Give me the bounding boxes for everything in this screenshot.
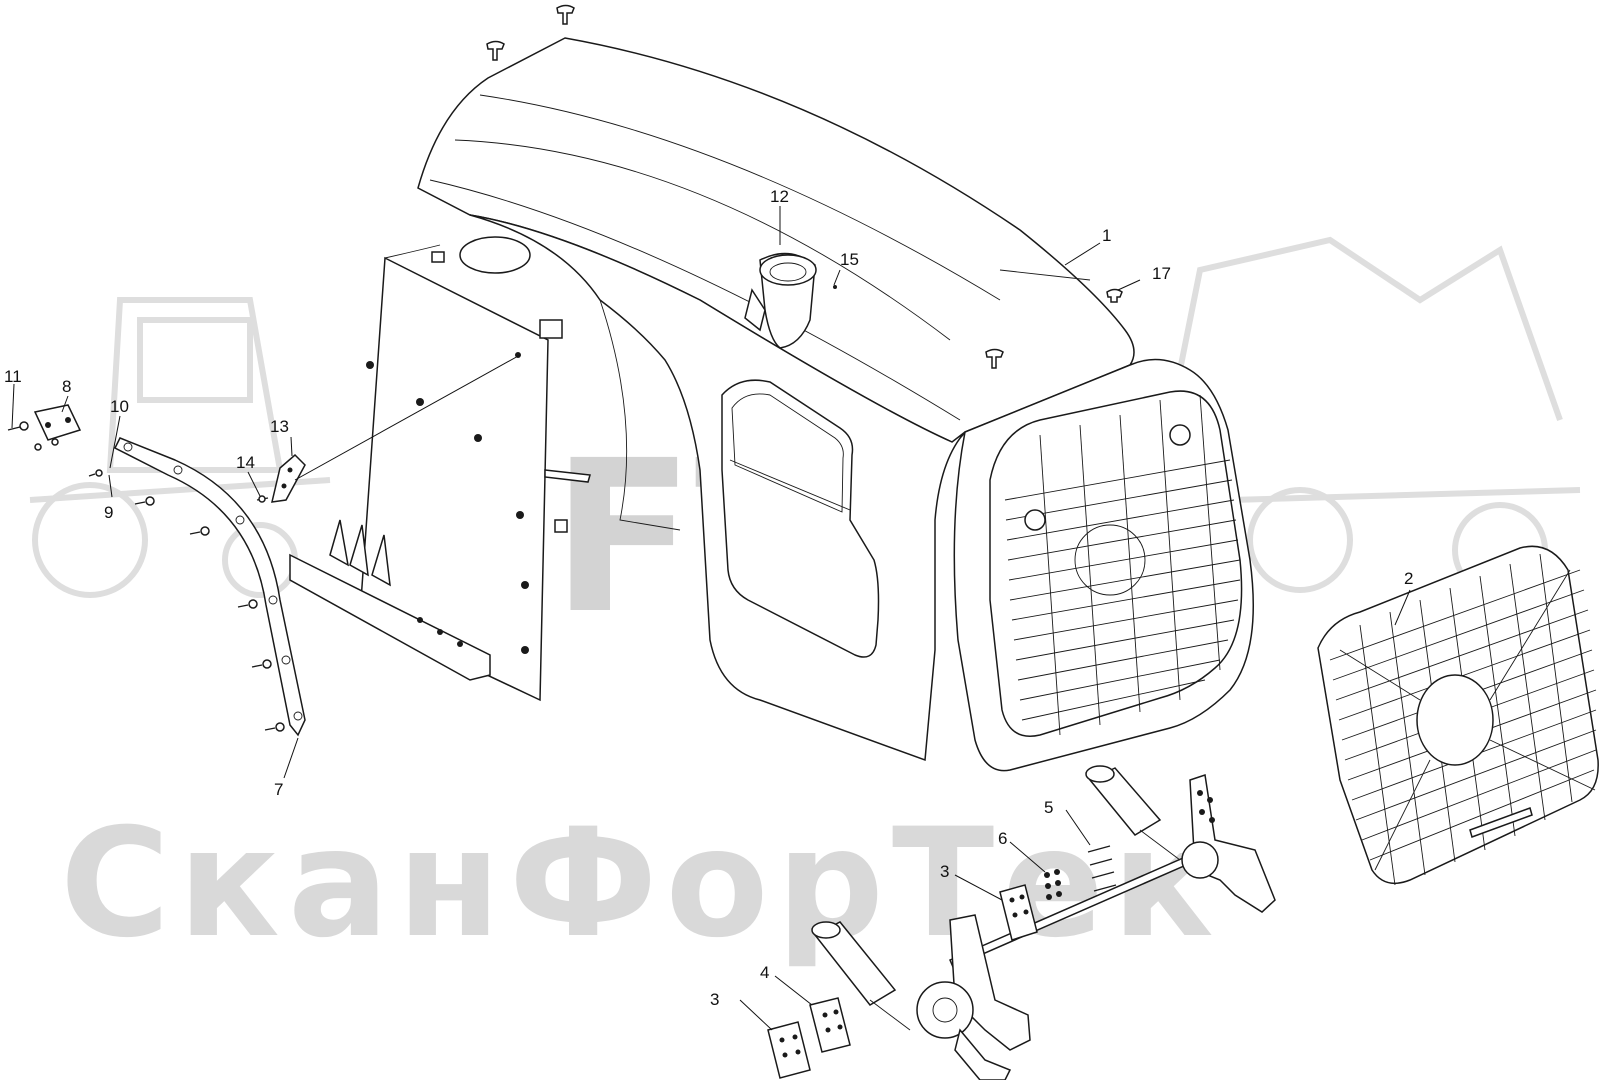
latch-block [7,404,82,451]
mounting-plate-3-lower [767,1021,811,1079]
rear-bracket-plate [359,256,549,702]
callout-17: 17 [1152,264,1171,283]
grille-bars [1004,394,1241,736]
watermark-brand: СканФорТек [60,797,1222,971]
grille-screen-mesh [1329,553,1597,886]
callout-3-upper: 3 [940,862,949,881]
callout-9: 9 [104,503,113,522]
hood-grille [989,390,1243,737]
mounting-plate-3-upper [999,884,1038,941]
air-intake-pipe [744,252,817,349]
callout-11: 11 [4,367,22,386]
rear-frame [113,437,306,737]
callout-3-lower: 3 [710,990,719,1009]
callouts: 1 2 3 3 4 5 6 7 8 9 10 11 12 13 14 15 17 [4,187,1413,1009]
bolts [1087,845,1117,892]
callout-13: 13 [270,417,289,436]
mounting-plate-4 [809,997,851,1053]
mounting-base-bar [289,553,491,681]
hood-top-bolts [486,4,1123,369]
callout-5: 5 [1044,798,1053,817]
callout-6: 6 [998,829,1007,848]
hood-side-window [721,379,880,658]
nuts [1044,869,1062,900]
callout-4: 4 [760,963,769,982]
rear-plate-holes [366,352,529,654]
engine-hood [289,37,1254,772]
grille-screen [1317,545,1599,886]
filler-opening [459,236,531,274]
callout-12: 12 [770,187,789,206]
hinge-bracket [256,453,306,503]
callout-2: 2 [1404,569,1413,588]
callout-1: 1 [1102,226,1111,245]
callout-7: 7 [274,780,283,799]
callout-8: 8 [62,377,71,396]
callout-14: 14 [236,453,255,472]
callout-10: 10 [110,397,129,416]
frame-bolts [88,469,285,732]
callout-15: 15 [840,250,859,269]
watermark-tractor-left [29,297,331,598]
actuator-assembly [767,765,1276,1080]
leader-lines [11,206,1411,1031]
